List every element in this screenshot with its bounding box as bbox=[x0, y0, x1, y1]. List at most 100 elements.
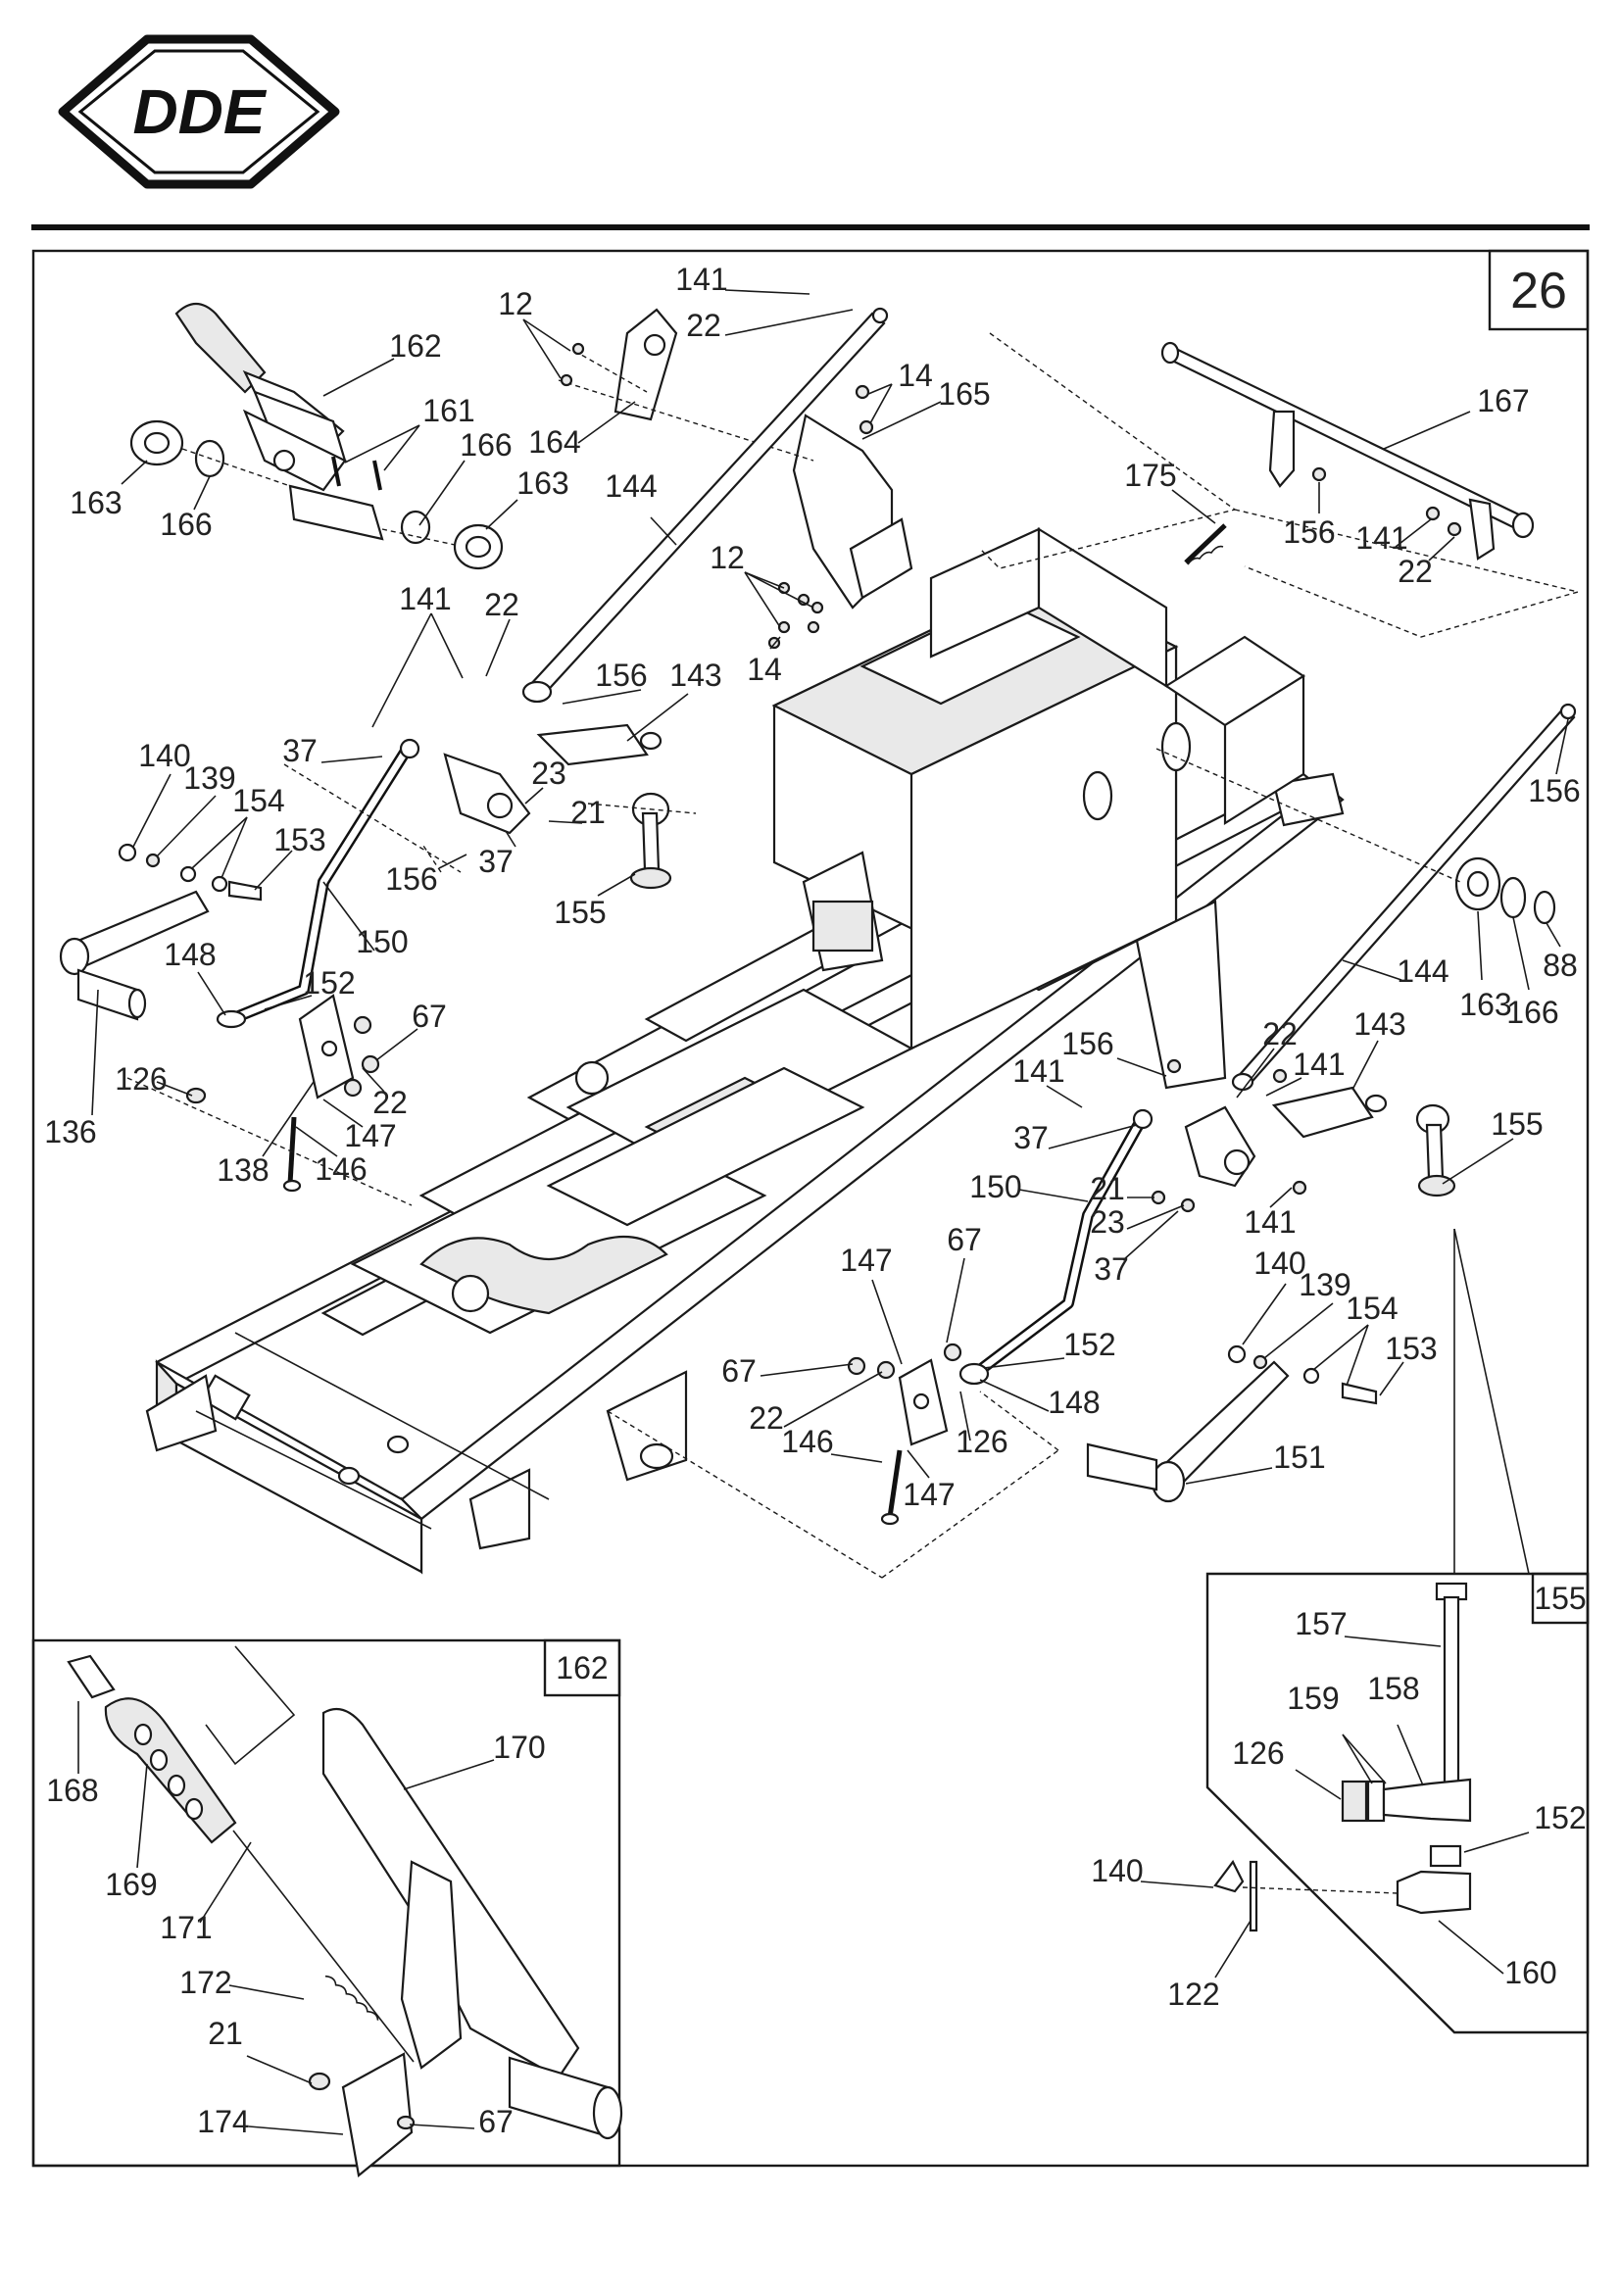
plate-number: 26 bbox=[1510, 263, 1567, 319]
callout-label: 140 bbox=[138, 738, 190, 773]
callout-label: 88 bbox=[1543, 948, 1578, 983]
callout-label: 14 bbox=[747, 652, 782, 687]
callout-label: 160 bbox=[1504, 1955, 1556, 1990]
callout-leaders bbox=[77, 289, 1569, 2135]
callout-label: 126 bbox=[956, 1424, 1007, 1459]
callout-label: 161 bbox=[422, 393, 474, 428]
callout-label: 126 bbox=[115, 1061, 167, 1097]
callout-label: 37 bbox=[478, 844, 514, 879]
callout-label: 22 bbox=[484, 587, 519, 622]
callout-label: 143 bbox=[1353, 1006, 1405, 1042]
upper-right-shaft-assembly bbox=[979, 332, 1581, 638]
callout-label: 167 bbox=[1477, 383, 1529, 418]
callout-label: 12 bbox=[710, 540, 745, 575]
callout-label: 165 bbox=[938, 376, 990, 412]
callout-label: 12 bbox=[498, 286, 533, 321]
right-side-linkage bbox=[607, 703, 1577, 1579]
callout-label: 21 bbox=[570, 795, 606, 830]
plate-number-box: 26 bbox=[1488, 249, 1590, 331]
callout-label: 151 bbox=[1273, 1440, 1325, 1475]
callout-label: 157 bbox=[1295, 1606, 1347, 1641]
callout-label: 153 bbox=[1385, 1331, 1437, 1366]
mid-left-linkage bbox=[59, 723, 697, 1206]
callout-label: 22 bbox=[1262, 1016, 1298, 1051]
callout-label: 136 bbox=[44, 1114, 96, 1149]
callout-label: 14 bbox=[898, 358, 933, 393]
callout-label: 126 bbox=[1232, 1735, 1284, 1771]
diagram-frame bbox=[31, 249, 1590, 2168]
callout-label: 154 bbox=[1346, 1291, 1398, 1326]
callout-label: 166 bbox=[160, 507, 212, 542]
callout-label: 152 bbox=[303, 965, 355, 1001]
callout-label: 141 bbox=[1012, 1053, 1064, 1089]
callout-label: 166 bbox=[460, 427, 512, 463]
callout-label: 37 bbox=[1094, 1251, 1129, 1287]
callout-label: 171 bbox=[160, 1910, 212, 1945]
callout-label: 140 bbox=[1091, 1853, 1143, 1888]
callout-label: 170 bbox=[493, 1730, 545, 1765]
callout-label: 147 bbox=[903, 1477, 955, 1512]
callout-label: 163 bbox=[516, 465, 568, 501]
callout-label: 122 bbox=[1167, 1977, 1219, 2012]
callout-label: 144 bbox=[605, 468, 657, 504]
callout-label: 141 bbox=[675, 262, 727, 297]
callout-label: 175 bbox=[1124, 458, 1176, 493]
callout-label: 159 bbox=[1287, 1681, 1339, 1716]
callout-label: 168 bbox=[46, 1773, 98, 1808]
inset-162-box: 162 bbox=[31, 1638, 621, 2168]
callout-label: 138 bbox=[217, 1152, 269, 1188]
callout-label: 21 bbox=[208, 2016, 243, 2051]
callout-label: 148 bbox=[164, 937, 216, 972]
callout-label: 22 bbox=[749, 1400, 784, 1436]
callout-label: 152 bbox=[1534, 1800, 1586, 1835]
callout-label: 67 bbox=[412, 999, 447, 1034]
callout-label: 163 bbox=[1459, 987, 1511, 1022]
callout-label: 156 bbox=[1061, 1026, 1113, 1061]
callout-label: 155 bbox=[554, 895, 606, 930]
inset-162-detail bbox=[67, 1645, 623, 2178]
callout-label: 156 bbox=[1283, 514, 1335, 550]
callout-label: 158 bbox=[1367, 1671, 1419, 1706]
callout-label: 23 bbox=[1090, 1204, 1125, 1240]
callout-label: 141 bbox=[1244, 1204, 1296, 1240]
callout-label: 153 bbox=[273, 822, 325, 857]
callout-label: 67 bbox=[478, 2104, 514, 2139]
callout-label: 156 bbox=[1528, 773, 1580, 808]
chassis-frame bbox=[145, 527, 1345, 1575]
callout-label: 146 bbox=[781, 1424, 833, 1459]
callout-label: 150 bbox=[969, 1169, 1021, 1204]
inset-155-box: 155 bbox=[1205, 1228, 1590, 2034]
callout-label: 37 bbox=[282, 733, 318, 768]
callout-label: 166 bbox=[1506, 995, 1558, 1030]
callout-label: 150 bbox=[356, 924, 408, 959]
callout-label: 169 bbox=[105, 1867, 157, 1902]
callout-label: 164 bbox=[528, 424, 580, 460]
callout-label: 155 bbox=[1491, 1106, 1543, 1142]
callout-label: 156 bbox=[385, 861, 437, 897]
callout-label: 67 bbox=[947, 1222, 982, 1257]
callout-label: 147 bbox=[344, 1118, 396, 1153]
callout-label: 23 bbox=[531, 756, 566, 791]
callout-label: 140 bbox=[1253, 1246, 1305, 1281]
callout-label: 22 bbox=[686, 308, 721, 343]
callout-label: 174 bbox=[197, 2104, 249, 2139]
callout-label: 139 bbox=[183, 760, 235, 796]
callout-label: 144 bbox=[1397, 953, 1448, 989]
callout-label: 152 bbox=[1063, 1327, 1115, 1362]
callout-label: 21 bbox=[1090, 1171, 1125, 1206]
callout-label: 154 bbox=[232, 783, 284, 818]
callout-label: 141 bbox=[1293, 1047, 1345, 1082]
sector-bracket-assembly bbox=[521, 307, 913, 704]
inset-155-detail bbox=[1213, 1582, 1472, 1932]
callout-label: 148 bbox=[1048, 1385, 1100, 1420]
callout-label: 143 bbox=[669, 658, 721, 693]
inset-162-number: 162 bbox=[556, 1650, 608, 1685]
callout-label: 156 bbox=[595, 658, 647, 693]
callout-label: 147 bbox=[840, 1243, 892, 1278]
callout-label: 37 bbox=[1013, 1120, 1049, 1155]
callout-label: 172 bbox=[179, 1965, 231, 2000]
inset-155-number: 155 bbox=[1534, 1581, 1586, 1616]
